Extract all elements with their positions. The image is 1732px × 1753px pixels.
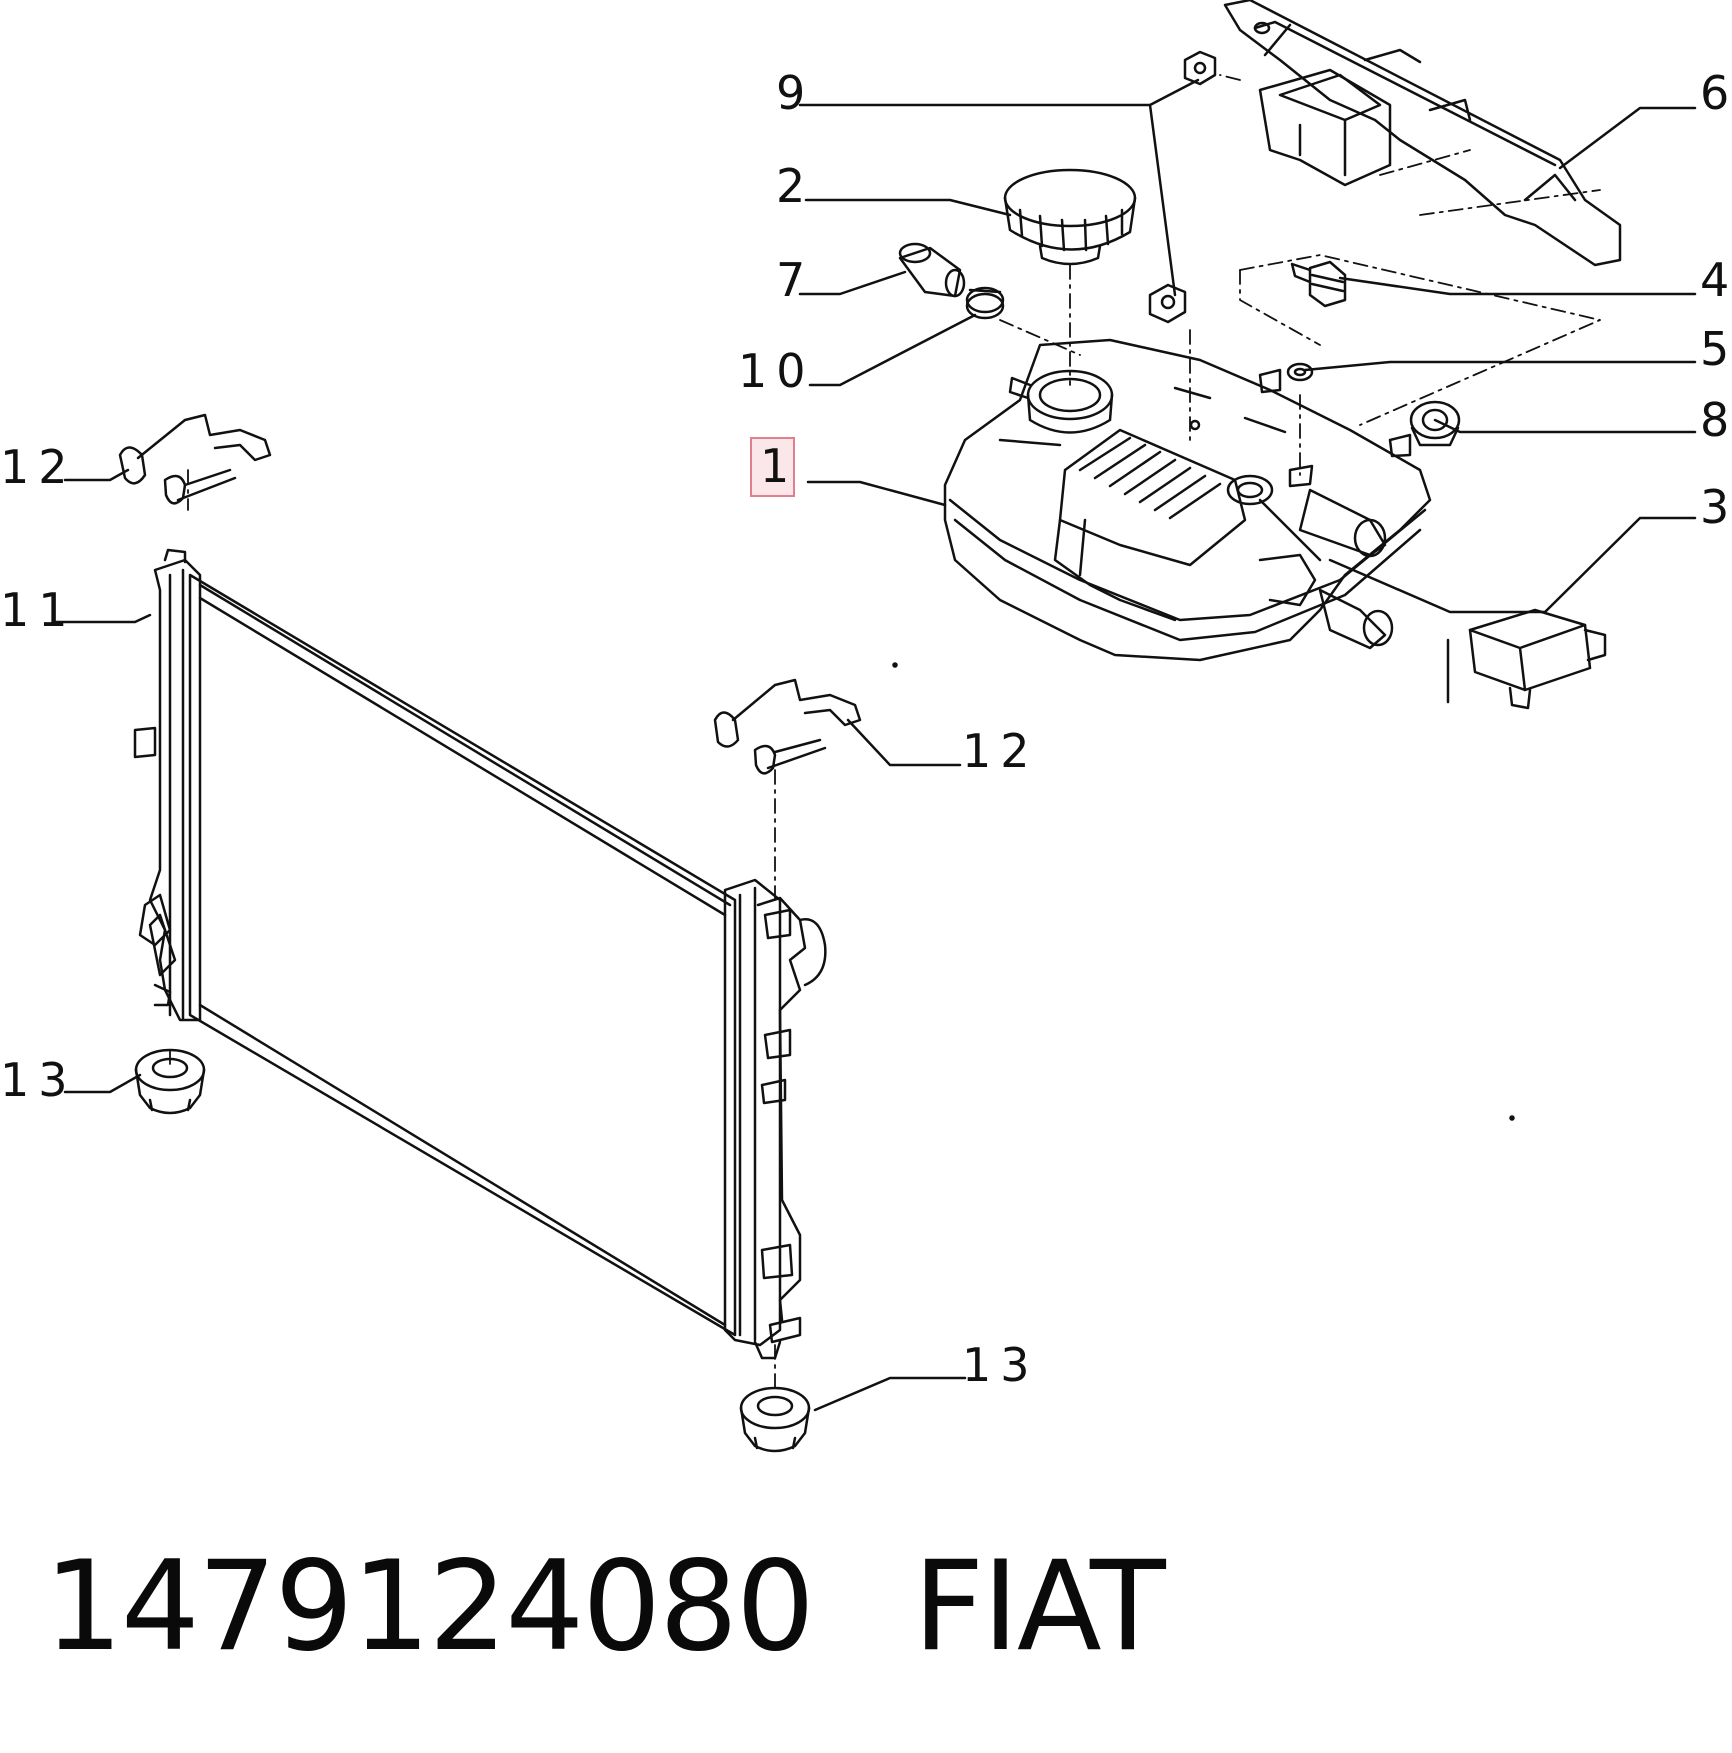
- washer-part-5: [1286, 362, 1314, 382]
- radiator-part-11: [133, 548, 827, 1360]
- callout-8[interactable]: 8: [1700, 393, 1732, 447]
- leader-lines: [53, 78, 1697, 1412]
- mount-part-13: [134, 1048, 811, 1453]
- callout-12-lower[interactable]: 12: [962, 724, 1039, 778]
- brand-name: FIAT: [912, 1535, 1166, 1679]
- callout-1-highlighted[interactable]: 1: [749, 437, 796, 497]
- clamp-part-10: [965, 286, 1005, 320]
- callout-4[interactable]: 4: [1700, 253, 1732, 307]
- callout-7[interactable]: 7: [776, 253, 815, 307]
- bracket-part-12: [118, 413, 862, 775]
- alignment-lines: [169, 74, 1601, 1391]
- callout-10[interactable]: 10: [738, 344, 815, 398]
- part-number: 1479124080: [44, 1535, 815, 1679]
- filler-cap-part-2: [1003, 168, 1137, 266]
- part-caption: 1479124080 FIAT: [44, 1535, 1166, 1679]
- callout-12-upper[interactable]: 12: [0, 440, 77, 494]
- callout-5[interactable]: 5: [1700, 322, 1732, 376]
- callout-2[interactable]: 2: [776, 159, 815, 213]
- hose-part-7: [898, 242, 966, 298]
- callout-11[interactable]: 11: [0, 583, 77, 637]
- nut-part-9: [1148, 50, 1217, 324]
- bolt-part-4: [1290, 260, 1347, 308]
- callout-3[interactable]: 3: [1700, 480, 1732, 534]
- expansion-tank-part-1: [943, 338, 1432, 662]
- callout-13-right[interactable]: 13: [962, 1338, 1039, 1392]
- callout-9[interactable]: 9: [776, 66, 815, 120]
- callout-13-left[interactable]: 13: [0, 1053, 77, 1107]
- bracket-part-6: [1223, 0, 1622, 267]
- callout-6[interactable]: 6: [1700, 66, 1732, 120]
- sensor-part-3: [1468, 608, 1607, 710]
- grommet-part-8: [1409, 400, 1461, 447]
